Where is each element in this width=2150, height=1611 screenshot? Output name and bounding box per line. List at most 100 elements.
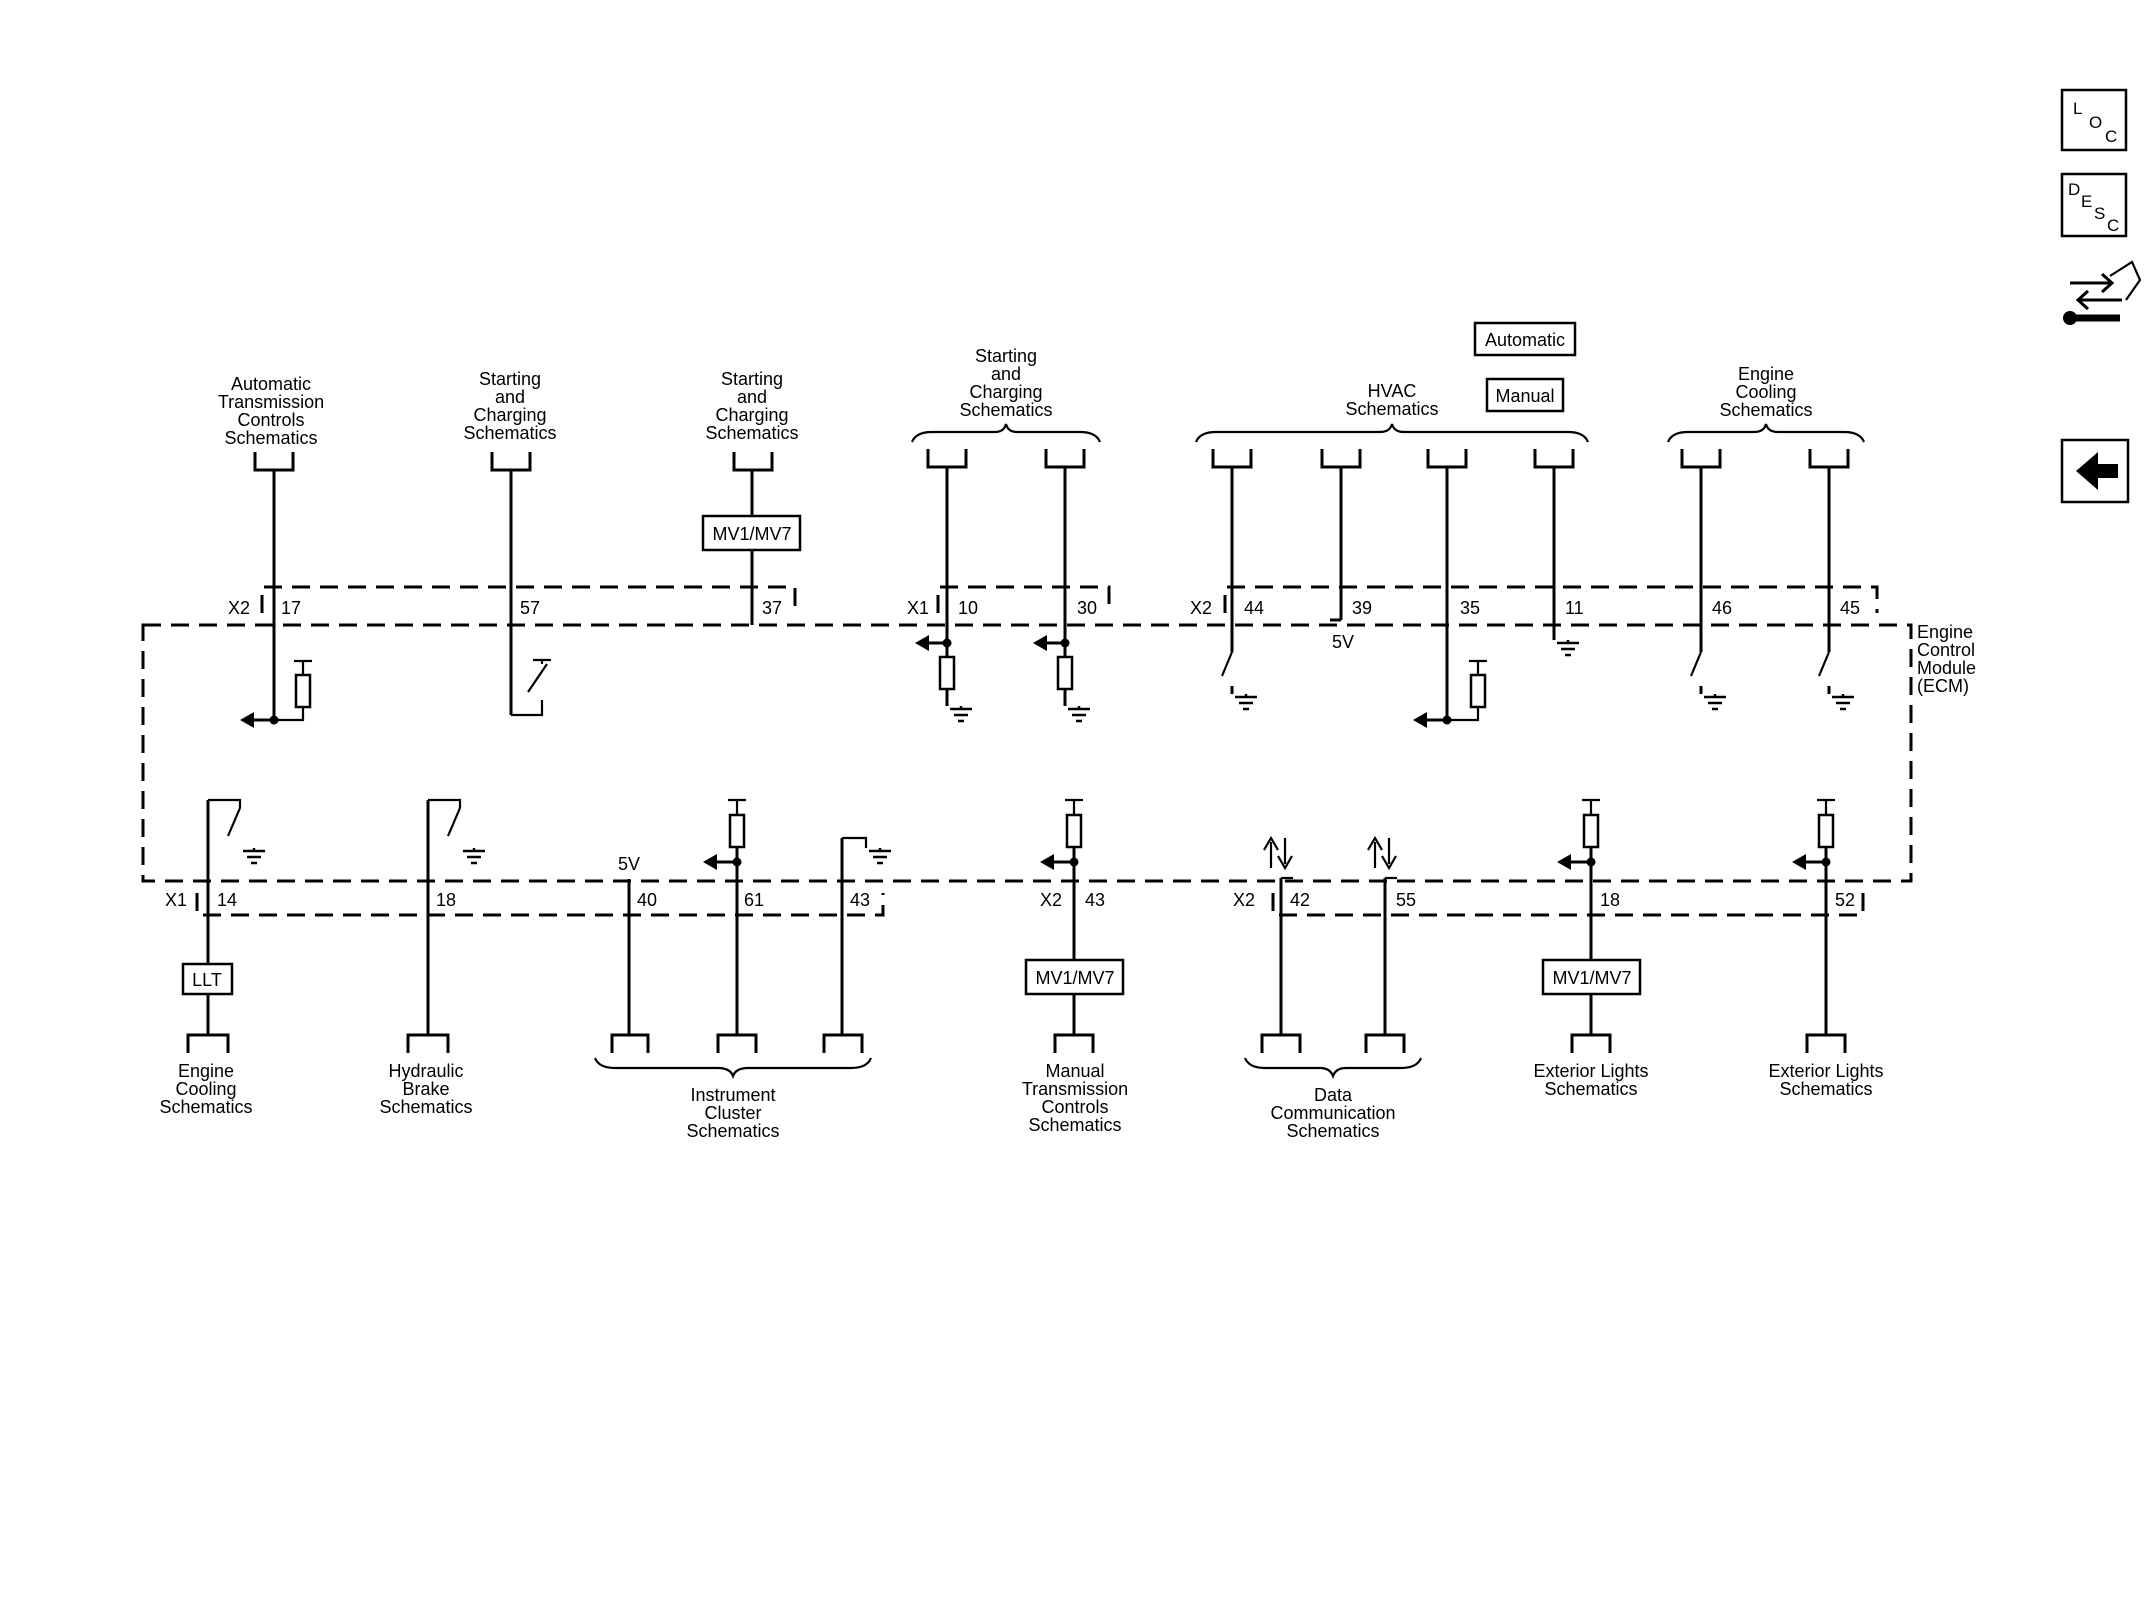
label-line: Engine bbox=[178, 1061, 234, 1081]
location-icon[interactable]: L O C bbox=[2060, 88, 2128, 152]
harness-terminal bbox=[732, 452, 774, 472]
pin-number: 57 bbox=[520, 598, 540, 618]
label-line: Starting bbox=[721, 369, 783, 389]
connector-outline bbox=[1271, 893, 1865, 917]
connector-wrench-icon[interactable] bbox=[2063, 260, 2142, 325]
pin-number: 17 bbox=[281, 598, 301, 618]
option-mv1-mv7-box: MV1/MV7 bbox=[1541, 958, 1642, 996]
label-line: HVAC bbox=[1368, 381, 1417, 401]
pin-number: 18 bbox=[1600, 890, 1620, 910]
connector-outline bbox=[1223, 585, 1879, 613]
group-brace bbox=[1194, 423, 1590, 443]
circuit-pin-30 bbox=[1033, 467, 1092, 723]
voltage-label: 5V bbox=[618, 854, 640, 874]
label-line: Controls bbox=[1041, 1097, 1108, 1117]
circuit-pin-35 bbox=[1413, 467, 1487, 728]
label-line: Starting bbox=[975, 346, 1037, 366]
ecm-label-line: Engine bbox=[1917, 622, 1973, 642]
connector-outline bbox=[195, 893, 885, 917]
label-line: Instrument bbox=[690, 1085, 775, 1105]
label-line: Automatic bbox=[231, 374, 311, 394]
harness-terminal bbox=[1805, 1033, 1847, 1053]
label-line: Schematics bbox=[463, 423, 556, 443]
option-text: MV1/MV7 bbox=[1552, 968, 1631, 988]
harness-terminal bbox=[1426, 449, 1468, 469]
pin-number: 43 bbox=[1085, 890, 1105, 910]
label-exterior-lights-2: Exterior Lights Schematics bbox=[1768, 1061, 1883, 1099]
harness-terminal bbox=[1680, 449, 1722, 469]
pin-number: 46 bbox=[1712, 598, 1732, 618]
label-line: Exterior Lights bbox=[1533, 1061, 1648, 1081]
label-instrument-cluster: Instrument Cluster Schematics bbox=[686, 1085, 779, 1141]
label-starting-charging-2: Starting and Charging Schematics bbox=[705, 369, 798, 443]
label-line: Controls bbox=[237, 410, 304, 430]
label-line: Charging bbox=[969, 382, 1042, 402]
ecm-label-line: (ECM) bbox=[1917, 676, 1969, 696]
group-brace bbox=[1243, 1057, 1423, 1080]
label-data-communication: Data Communication Schematics bbox=[1270, 1085, 1395, 1141]
connector-name: X2 bbox=[228, 598, 250, 618]
label-hvac: HVAC Schematics bbox=[1345, 381, 1438, 419]
description-icon[interactable]: D E S C bbox=[2060, 172, 2128, 238]
label-line: Charging bbox=[715, 405, 788, 425]
option-text: LLT bbox=[192, 970, 222, 990]
connector-outline bbox=[260, 585, 797, 613]
label-line: and bbox=[495, 387, 525, 407]
circuit-pin-18-brake bbox=[426, 798, 487, 1035]
circuit-pin-17 bbox=[240, 470, 312, 728]
label-line: Schematics bbox=[159, 1097, 252, 1117]
desc-letter: E bbox=[2081, 192, 2092, 211]
pin-number: 35 bbox=[1460, 598, 1480, 618]
ecm-label-line: Module bbox=[1917, 658, 1976, 678]
label-line: and bbox=[737, 387, 767, 407]
pin-number: 52 bbox=[1835, 890, 1855, 910]
harness-terminal bbox=[253, 452, 295, 472]
pin-number: 43 bbox=[850, 890, 870, 910]
label-line: Brake bbox=[402, 1079, 449, 1099]
pin-number: 42 bbox=[1290, 890, 1310, 910]
harness-terminal bbox=[1053, 1033, 1095, 1053]
desc-letter: S bbox=[2094, 204, 2105, 223]
label-line: Schematics bbox=[379, 1097, 472, 1117]
label-line: Hydraulic bbox=[388, 1061, 463, 1081]
harness-terminal bbox=[610, 1033, 650, 1053]
label-line: Cluster bbox=[704, 1103, 761, 1123]
label-line: Schematics bbox=[224, 428, 317, 448]
option-manual-box: Manual bbox=[1485, 377, 1565, 413]
circuit-pin-45 bbox=[1817, 467, 1856, 711]
label-engine-cooling-top: Engine Cooling Schematics bbox=[1719, 364, 1812, 420]
desc-letter: D bbox=[2068, 180, 2080, 199]
voltage-label: 5V bbox=[1332, 632, 1354, 652]
circuit-pin-10 bbox=[915, 467, 974, 723]
pin-number: 14 bbox=[217, 890, 237, 910]
label-line: Exterior Lights bbox=[1768, 1061, 1883, 1081]
circuit-pin-57 bbox=[509, 470, 551, 717]
loc-letter: L bbox=[2073, 99, 2082, 118]
option-text: Automatic bbox=[1485, 330, 1565, 350]
group-brace bbox=[593, 1057, 873, 1080]
pin-number: 10 bbox=[958, 598, 978, 618]
circuit-pin-43-mtc bbox=[1040, 798, 1083, 1035]
pin-number: 11 bbox=[1565, 598, 1584, 618]
label-engine-cooling-bottom: Engine Cooling Schematics bbox=[159, 1061, 252, 1117]
circuit-pin-52 bbox=[1792, 798, 1835, 1035]
harness-terminal bbox=[1260, 1033, 1302, 1053]
label-line: Schematics bbox=[1286, 1121, 1379, 1141]
label-line: Communication bbox=[1270, 1103, 1395, 1123]
harness-terminal bbox=[716, 1033, 758, 1053]
label-line: Engine bbox=[1738, 364, 1794, 384]
harness-terminal bbox=[1533, 449, 1575, 469]
option-llt-box: LLT bbox=[181, 962, 234, 996]
label-manual-transmission-controls: Manual Transmission Controls Schematics bbox=[1022, 1061, 1128, 1135]
back-arrow-icon[interactable] bbox=[2060, 438, 2130, 504]
circuit-pin-42 bbox=[1263, 835, 1293, 1035]
label-line: Cooling bbox=[1735, 382, 1796, 402]
circuit-pin-46 bbox=[1689, 467, 1728, 711]
label-line: Cooling bbox=[175, 1079, 236, 1099]
ecm-label-line: Control bbox=[1917, 640, 1975, 660]
connector-name: X2 bbox=[1233, 890, 1255, 910]
pin-number: 55 bbox=[1396, 890, 1416, 910]
label-line: Transmission bbox=[1022, 1079, 1128, 1099]
desc-letter: C bbox=[2107, 216, 2119, 235]
